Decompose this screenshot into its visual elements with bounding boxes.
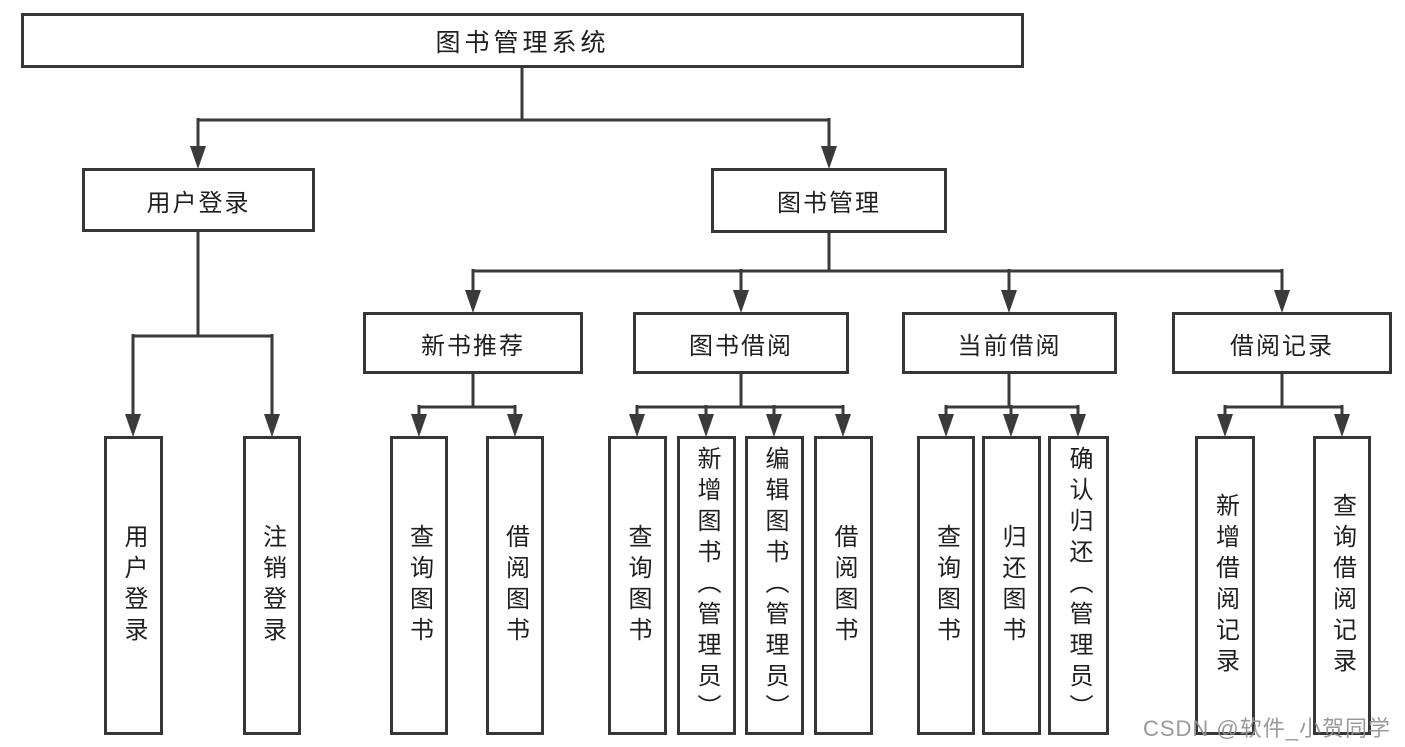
arrowhead-icon (507, 414, 523, 437)
leaf-add-borrow-record: 新增借阅记录 (1195, 436, 1255, 735)
arrowhead-icon (411, 414, 427, 437)
node-current-borrowing: 当前借阅 (902, 312, 1117, 374)
leaf-return-books: 归还图书 (982, 436, 1041, 735)
leaf-query-borrow-record: 查询借阅记录 (1313, 436, 1371, 735)
node-borrow-records: 借阅记录 (1172, 312, 1392, 374)
arrowhead-icon (264, 414, 280, 437)
leaf-label: 借阅图书 (501, 523, 529, 648)
leaf-edit-books-admin: 编辑图书（管理员） (745, 436, 804, 735)
arrowhead-icon (1217, 414, 1233, 437)
leaf-borrow-books-recommend: 借阅图书 (486, 436, 544, 735)
arrowhead-icon (1274, 290, 1290, 313)
arrowhead-icon (1001, 290, 1017, 313)
node-label: 用户登录 (146, 189, 251, 217)
node-user-login: 用户登录 (82, 168, 315, 232)
leaf-label: 借阅图书 (830, 523, 857, 648)
leaf-label: 用户登录 (120, 523, 147, 648)
leaf-query-books-borrowing: 查询图书 (608, 436, 667, 735)
node-label: 图书管理 (777, 190, 881, 217)
leaf-label: 新增借阅记录 (1211, 492, 1239, 679)
arrowhead-icon (1003, 414, 1019, 437)
leaf-logout: 注销登录 (243, 436, 301, 735)
leaf-label: 查询图书 (624, 523, 651, 648)
node-new-book-recommend: 新书推荐 (363, 312, 583, 374)
arrowhead-icon (938, 414, 954, 437)
leaf-query-books-current: 查询图书 (917, 436, 975, 735)
csdn-watermark: CSDN @软件_小贺同学 (1142, 716, 1391, 741)
leaf-add-books-admin: 新增图书（管理员） (677, 436, 736, 735)
leaf-user-login: 用户登录 (104, 436, 163, 735)
arrowhead-icon (698, 414, 714, 437)
node-label: 当前借阅 (957, 332, 1062, 360)
arrowhead-icon (733, 290, 749, 313)
leaf-query-books-recommend: 查询图书 (390, 436, 448, 735)
node-library-management-system: 图书管理系统 (21, 13, 1024, 68)
node-label: 图书管理系统 (435, 28, 610, 57)
arrowhead-icon (766, 414, 782, 437)
node-label: 新书推荐 (421, 332, 525, 360)
leaf-label: 查询借阅记录 (1328, 492, 1356, 679)
leaf-label: 新增图书（管理员） (693, 446, 720, 725)
arrowhead-icon (629, 414, 645, 437)
arrowhead-icon (1334, 414, 1350, 437)
leaf-label: 查询图书 (405, 523, 433, 648)
node-book-borrowing: 图书借阅 (633, 312, 849, 374)
leaf-confirm-return-admin: 确认归还（管理员） (1048, 436, 1109, 735)
leaf-label: 查询图书 (932, 523, 960, 648)
node-label: 借阅记录 (1230, 332, 1334, 360)
leaf-label: 编辑图书（管理员） (761, 446, 788, 725)
leaf-borrow-books: 借阅图书 (814, 436, 873, 735)
arrowhead-icon (125, 414, 141, 437)
leaf-label: 注销登录 (258, 523, 286, 648)
arrowhead-icon (835, 414, 851, 437)
leaf-label: 确认归还（管理员） (1065, 446, 1092, 725)
node-book-management: 图书管理 (711, 168, 947, 233)
node-label: 图书借阅 (689, 332, 793, 360)
arrowhead-icon (190, 146, 206, 169)
leaf-label: 归还图书 (998, 523, 1025, 648)
arrowhead-icon (1070, 414, 1086, 437)
arrowhead-icon (465, 290, 481, 313)
arrowhead-icon (821, 146, 837, 169)
